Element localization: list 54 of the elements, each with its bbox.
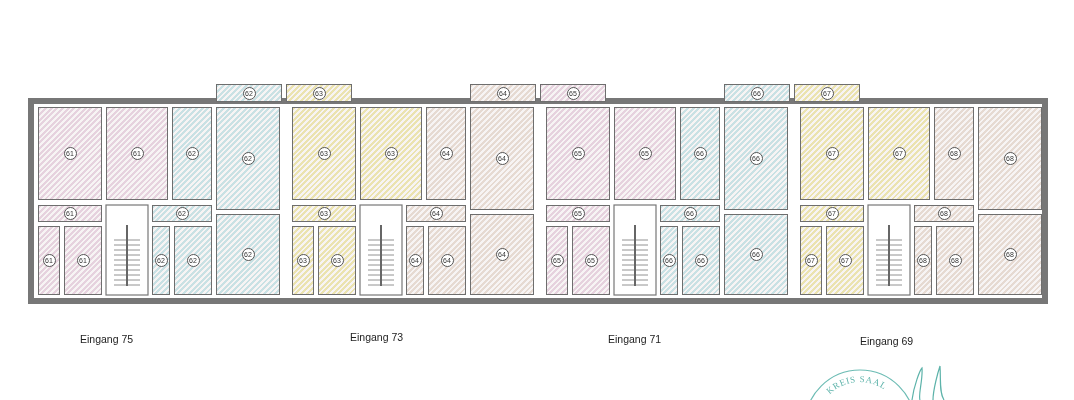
room [868, 107, 930, 200]
room [546, 226, 568, 295]
room [914, 226, 932, 295]
room [660, 226, 678, 295]
room [172, 107, 212, 200]
room [680, 107, 720, 200]
room [106, 107, 168, 200]
room [292, 107, 356, 200]
room [724, 107, 788, 210]
room [682, 226, 720, 295]
room [936, 226, 974, 295]
entrance-label: Eingang 71 [608, 333, 662, 345]
room [38, 226, 60, 295]
room [914, 205, 974, 222]
room [38, 107, 102, 200]
entrance-label: Eingang 73 [350, 331, 404, 343]
balcony [286, 84, 352, 102]
room [318, 226, 356, 295]
room [152, 226, 170, 295]
room [800, 205, 864, 222]
room [826, 226, 864, 295]
room [216, 107, 280, 210]
room [216, 214, 280, 295]
room [292, 226, 314, 295]
entrance-label: Eingang 69 [860, 335, 914, 347]
room [800, 226, 822, 295]
room [978, 214, 1042, 295]
room [614, 107, 676, 200]
room [292, 205, 356, 222]
room [934, 107, 974, 200]
room [428, 226, 466, 295]
room [724, 214, 788, 295]
room [152, 205, 212, 222]
room [174, 226, 212, 295]
room [360, 107, 422, 200]
room [406, 205, 466, 222]
room [546, 205, 610, 222]
room [660, 205, 720, 222]
room [546, 107, 610, 200]
balcony [540, 84, 606, 102]
room [406, 226, 424, 295]
room [978, 107, 1042, 210]
room [38, 205, 102, 222]
balcony [794, 84, 860, 102]
room [470, 107, 534, 210]
balcony [470, 84, 536, 102]
room [572, 226, 610, 295]
room [470, 214, 534, 295]
balcony [724, 84, 790, 102]
room [64, 226, 102, 295]
entrance-label: Eingang 75 [80, 333, 134, 345]
room [800, 107, 864, 200]
balcony [216, 84, 282, 102]
room [426, 107, 466, 200]
